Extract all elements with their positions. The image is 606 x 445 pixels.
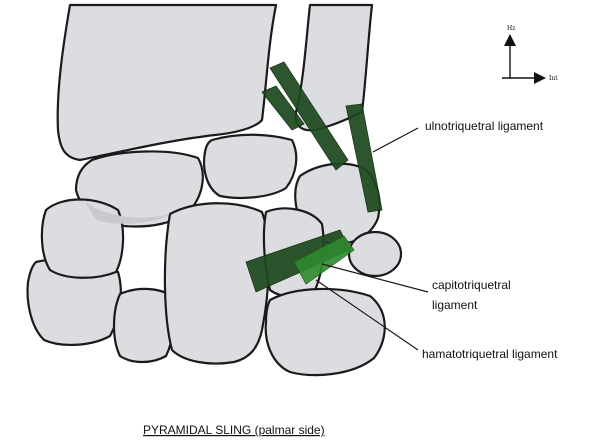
capitotriquetral-label-line2: ligament [432,298,478,312]
scaphoid-lower-bone [42,200,123,278]
ulnotriquetral-leader [373,128,418,152]
orientation-axes: Hz Int [502,25,558,84]
horizontal-axis-arrowhead [534,72,546,84]
capitotriquetral-label-line1: capitotriquetral [432,278,511,292]
bones [28,5,401,375]
figure-caption: PYRAMIDAL SLING (palmar side) [143,423,325,437]
hamatotriquetral-label: hamatotriquetral ligament [422,347,558,361]
vertical-axis-label: Hz [507,25,515,32]
vertical-axis-arrowhead [504,34,516,46]
horizontal-axis-label: Int [549,75,558,82]
lunate-bone [204,135,296,198]
ulnotriquetral-label: ulnotriquetral ligament [425,119,544,133]
hamate-lower-bone [266,289,385,375]
pisiform-bone [349,232,401,276]
labels: ulnotriquetral ligament capitotriquetral… [422,119,558,361]
